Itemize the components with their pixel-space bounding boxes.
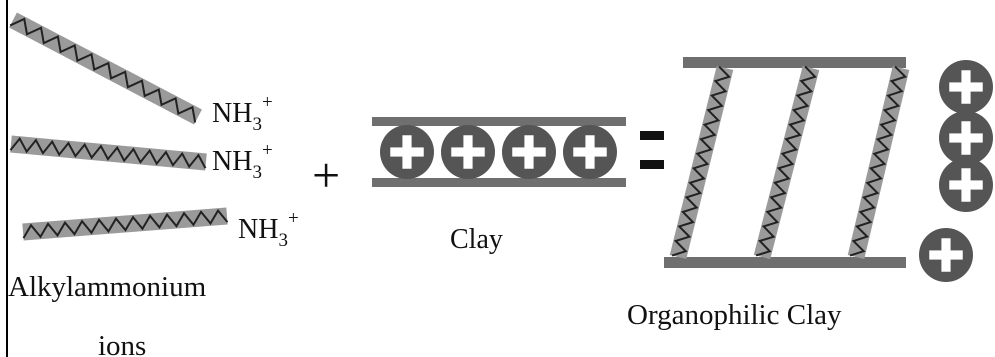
nh3-label-2: NH3+ bbox=[212, 140, 273, 183]
organoclay-bottom-layer bbox=[664, 257, 906, 268]
released-cation-3 bbox=[939, 158, 993, 212]
organophilic-clay-label: Organophilic Clay bbox=[627, 299, 842, 331]
organoclay-top-layer bbox=[683, 57, 906, 68]
released-cation-2 bbox=[939, 111, 993, 165]
clay-cation-3 bbox=[502, 125, 556, 179]
intercalated-chain-3 bbox=[847, 65, 910, 259]
nh3-label-1: NH3+ bbox=[212, 92, 273, 135]
intercalated-chains bbox=[669, 65, 910, 260]
ions-label: ions bbox=[98, 330, 146, 357]
clay-cation-1 bbox=[380, 125, 434, 179]
alkylammonium-label: Alkylammonium bbox=[8, 271, 207, 303]
alkyl-chain-3 bbox=[22, 207, 229, 241]
alkyl-chain-2 bbox=[9, 135, 207, 171]
released-cation-1 bbox=[939, 60, 993, 114]
clay-label: Clay bbox=[450, 224, 503, 255]
released-cation-4 bbox=[919, 228, 973, 282]
clay-top-layer bbox=[372, 117, 626, 126]
clay-bottom-layer bbox=[372, 178, 626, 187]
alkyl-chains bbox=[9, 12, 229, 241]
equals-operator-bottom bbox=[640, 160, 664, 169]
clay-cation-4 bbox=[563, 125, 617, 179]
equals-operator-top bbox=[640, 131, 664, 140]
nh3-label-3: NH3+ bbox=[238, 208, 299, 251]
clay-cations bbox=[380, 125, 617, 179]
released-cations bbox=[919, 60, 993, 282]
intercalated-chain-1 bbox=[669, 65, 734, 260]
alkyl-chain-1 bbox=[9, 12, 202, 125]
intercalated-chain-2 bbox=[753, 65, 820, 260]
clay-cation-2 bbox=[441, 125, 495, 179]
plus-operator: + bbox=[312, 147, 340, 203]
